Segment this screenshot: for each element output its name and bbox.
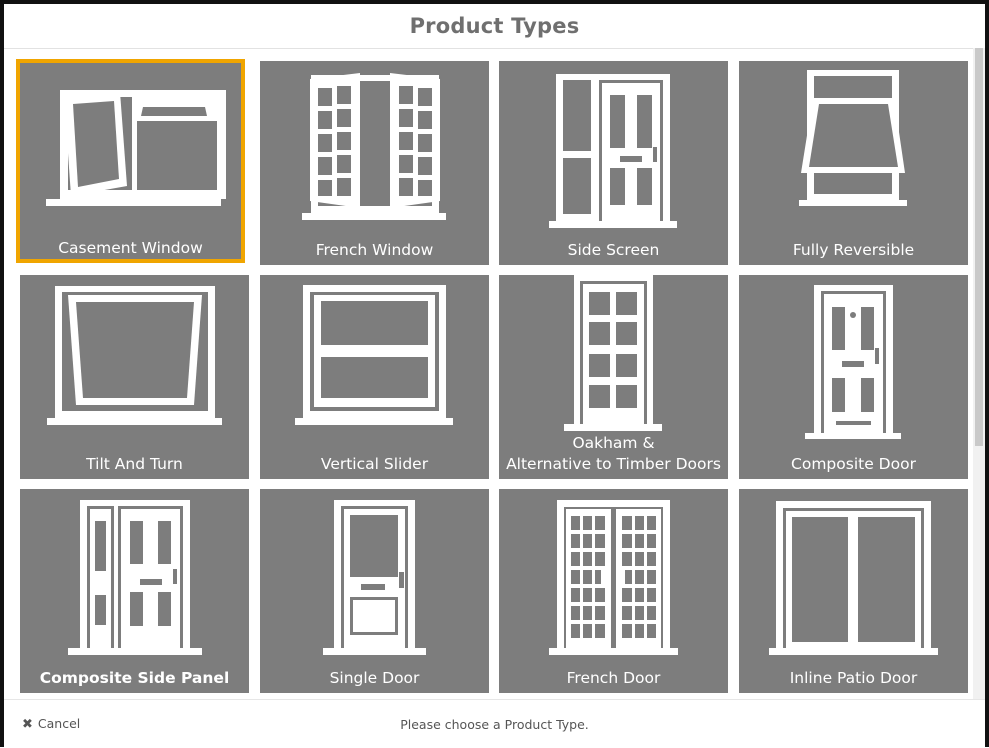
product-tile-composite-door[interactable]: Composite Door [739, 275, 968, 479]
product-label: Casement Window [58, 239, 203, 257]
product-label: Tilt And Turn [86, 455, 183, 473]
product-tile-single-door[interactable]: Single Door [260, 489, 489, 693]
composite-side-panel-icon [68, 500, 202, 655]
product-tile-tilt-and-turn[interactable]: Tilt And Turn [20, 275, 249, 479]
product-type-grid: Casement Window [4, 48, 972, 699]
product-label: Oakham & [572, 434, 655, 452]
product-tile-fully-reversible[interactable]: Fully Reversible [739, 61, 968, 265]
casement-window-icon [46, 90, 226, 206]
product-label: Inline Patio Door [789, 669, 918, 687]
cancel-label: Cancel [37, 716, 81, 731]
french-door-icon [549, 500, 678, 655]
scrollbar-thumb[interactable] [975, 48, 983, 446]
composite-door-icon [805, 285, 901, 439]
inline-patio-door-icon [769, 501, 938, 655]
close-icon: ✖ [22, 717, 33, 732]
product-label: French Window [315, 241, 434, 259]
product-label: Fully Reversible [792, 241, 915, 259]
product-label: Composite Side Panel [39, 669, 230, 687]
product-tile-inline-patio-door[interactable]: Inline Patio Door [739, 489, 968, 693]
tilt-and-turn-icon [47, 286, 222, 425]
product-label: Single Door [329, 669, 420, 687]
dialog-footer: ✖ Cancel Please choose a Product Type. [4, 699, 985, 748]
fully-reversible-icon [799, 70, 907, 206]
instruction-text: Please choose a Product Type. [400, 717, 589, 732]
single-door-icon [323, 500, 426, 655]
product-tile-side-screen[interactable]: Side Screen [499, 61, 728, 265]
product-tile-oakham-timber-doors[interactable]: Oakham & Alternative to Timber Doors [499, 275, 728, 479]
grid-scrollbar[interactable] [973, 48, 985, 699]
product-label-line2: Alternative to Timber Doors [506, 455, 721, 473]
dialog-title-bar: Product Types [4, 4, 985, 49]
side-screen-icon [549, 74, 677, 228]
timber-door-icon [564, 275, 662, 431]
french-window-icon [302, 73, 446, 220]
product-label: French Door [566, 669, 661, 687]
product-tile-french-door[interactable]: French Door [499, 489, 728, 693]
dialog-title: Product Types [409, 14, 580, 38]
product-label: Composite Door [791, 455, 916, 473]
product-tile-composite-side-panel[interactable]: Composite Side Panel [20, 489, 249, 693]
product-tile-french-window[interactable]: French Window [260, 61, 489, 265]
product-tile-vertical-slider[interactable]: Vertical Slider [260, 275, 489, 479]
product-tile-casement-window[interactable]: Casement Window [16, 59, 245, 263]
product-label: Side Screen [567, 241, 660, 259]
product-label: Vertical Slider [320, 455, 429, 473]
cancel-button[interactable]: ✖ Cancel [22, 716, 80, 732]
vertical-slider-icon [295, 285, 453, 425]
